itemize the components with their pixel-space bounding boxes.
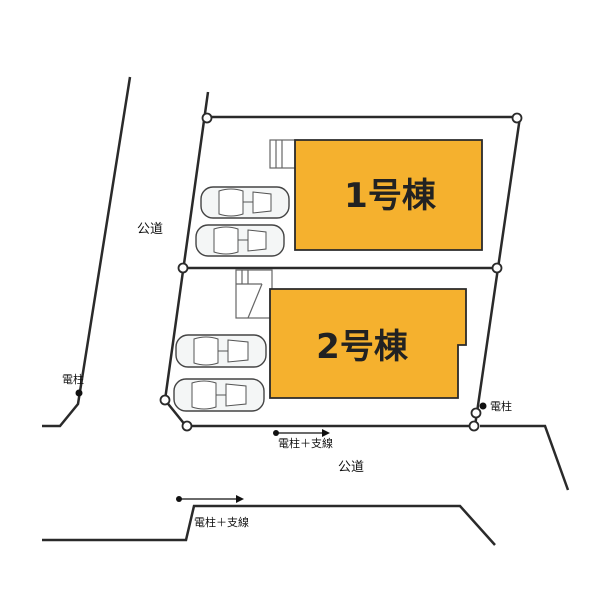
- pole-wire-2-arrow: [236, 495, 244, 503]
- south-road-lower-edge: [42, 504, 496, 546]
- west-road-edge: [42, 76, 132, 428]
- utility-pole-west-label: 電柱: [62, 372, 84, 386]
- southeast-road-edge: [480, 424, 570, 491]
- utility-pole-east: [479, 402, 487, 410]
- parked-cars: [173, 186, 290, 412]
- lot-boundary: [163, 91, 522, 428]
- car-lot1-a: [200, 186, 290, 219]
- building-2-footprint: [269, 288, 467, 399]
- west-road-label: 公道: [137, 222, 163, 237]
- pole-wire-1-arrow: [322, 429, 330, 437]
- building-1-label: 1号棟: [344, 176, 437, 216]
- building-1-steps: [269, 139, 299, 169]
- building-2-label: 2号棟: [316, 327, 409, 367]
- pole-wire-1-label: 電柱＋支線: [278, 436, 333, 450]
- boundary-markers: [159, 112, 523, 432]
- building-2-steps: [235, 269, 273, 319]
- car-lot1-b: [195, 224, 285, 257]
- utility-pole-west: [75, 389, 83, 397]
- car-lot2-b: [173, 378, 265, 412]
- pole-wire-2-label: 電柱＋支線: [194, 515, 249, 529]
- building-1-footprint: [294, 139, 483, 251]
- car-lot2-a: [175, 334, 267, 368]
- utility-pole-east-label: 電柱: [490, 399, 512, 413]
- south-road-label: 公道: [338, 460, 364, 475]
